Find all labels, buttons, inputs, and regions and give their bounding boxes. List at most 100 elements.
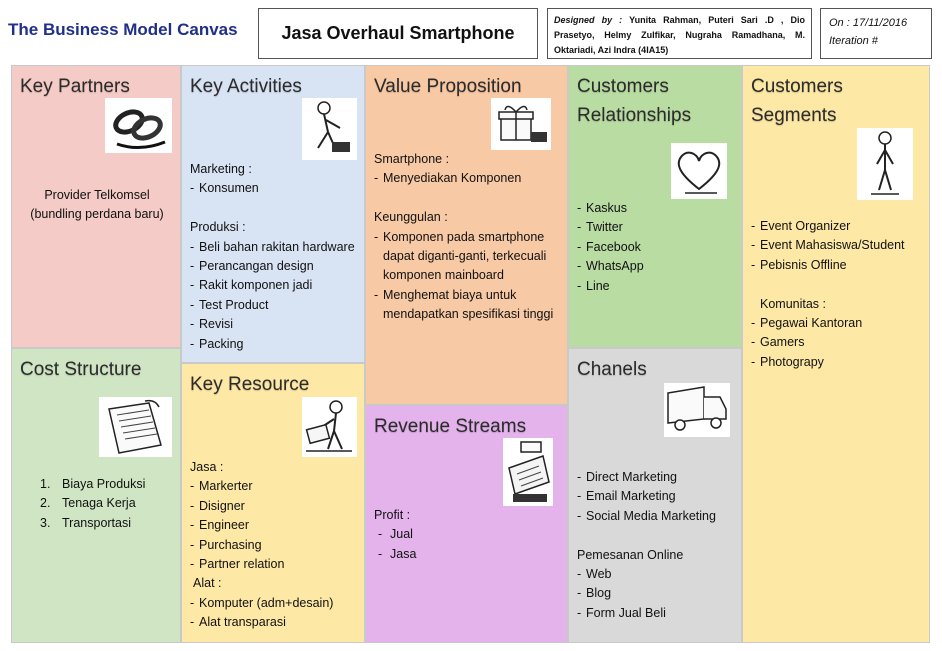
worker-icon	[302, 98, 357, 160]
list-item: -Jasa	[374, 545, 561, 564]
list-item: -Menghemat biaya untuk mendapatkan spesi…	[374, 286, 561, 325]
list-item: -Menyediakan Komponen	[374, 169, 561, 188]
list-item: -Web	[577, 565, 735, 584]
designers-names: Yunita Rahman, Puteri Sari .D , Dio Pras…	[554, 15, 805, 55]
list-item: -Kaskus	[577, 199, 735, 218]
key-activities-block: Key Activities Marketing : -Konsumen Pro…	[181, 65, 365, 363]
komunitas-label: Komunitas :	[760, 296, 827, 311]
list-number: 3.	[40, 515, 51, 530]
designers-box: Designed by : Yunita Rahman, Puteri Sari…	[547, 8, 812, 59]
jasa-label: Jasa :	[190, 460, 224, 474]
list-item: 3. Transportasi	[40, 514, 174, 533]
list-text: Engineer	[199, 518, 250, 533]
list-item: -Form Jual Beli	[577, 604, 735, 623]
list-text: Pegawai Kantoran	[760, 316, 863, 331]
list-item: -Gamers	[751, 333, 923, 352]
list-item: -Social Media Marketing	[577, 507, 735, 526]
value-proposition-content: Smartphone : -Menyediakan Komponen Keung…	[374, 150, 561, 325]
title-line: Segments	[751, 105, 837, 126]
customer-relationships-block: Customers Relationships -Kaskus -Twitter…	[568, 65, 742, 348]
produksi-label: Produksi :	[190, 220, 246, 235]
list-item: 2. Tenaga Kerja	[40, 494, 174, 513]
list-item: -Pegawai Kantoran	[751, 314, 923, 333]
list-text: Event Mahasiswa/Student	[760, 238, 905, 253]
smartphone-label: Smartphone :	[374, 152, 450, 166]
list-text: Perancangan design	[199, 259, 314, 274]
cash-register-icon	[503, 438, 553, 506]
list-text: Tenaga Kerja	[62, 496, 136, 511]
main-title: The Business Model Canvas	[8, 20, 238, 39]
list-item: -Pebisnis Offline	[751, 256, 923, 275]
heart-icon	[671, 143, 727, 199]
revenue-streams-content: Profit : -Jual -Jasa	[374, 506, 561, 564]
list-text: Email Marketing	[586, 489, 676, 504]
list-item: -Jual	[374, 525, 561, 544]
designed-by-label: Designed by :	[554, 15, 623, 25]
list-text: Packing	[199, 336, 244, 351]
list-item: -Engineer	[190, 516, 358, 535]
customer-segments-content: -Event Organizer -Event Mahasiswa/Studen…	[751, 217, 923, 372]
cost-structure-list: 1. Biaya Produksi 2. Tenaga Kerja 3. Tra…	[40, 475, 174, 533]
list-item: -Partner relation	[190, 555, 358, 574]
chain-links-icon	[105, 98, 172, 153]
key-partners-line: (bundling perdana baru)	[30, 207, 164, 222]
list-text: Komputer (adm+desain)	[199, 595, 334, 610]
list-text: Rakit komponen jadi	[199, 278, 313, 293]
key-activities-title: Key Activities	[190, 76, 302, 97]
list-item: -Komputer (adm+desain)	[190, 594, 358, 613]
list-text: Facebook	[586, 239, 641, 254]
list-text: Alat transparasi	[199, 615, 286, 630]
list-text: Jasa	[390, 546, 417, 561]
list-number: 2.	[40, 496, 51, 511]
standing-person-icon	[857, 128, 913, 200]
list-item: -Alat transparasi	[190, 613, 358, 632]
keunggulan-label: Keunggulan :	[374, 210, 448, 225]
person-lifting-box-icon	[302, 397, 357, 457]
key-partners-line: Provider Telkomsel	[44, 188, 150, 202]
list-item: -Rakit komponen jadi	[190, 276, 358, 295]
truck-icon	[664, 383, 730, 437]
list-text: Form Jual Beli	[586, 605, 666, 620]
list-item: -Markerter	[190, 477, 358, 496]
cost-structure-title: Cost Structure	[20, 359, 142, 380]
list-text: Web	[586, 567, 612, 582]
list-item: -Komponen pada smartphone dapat diganti-…	[374, 228, 561, 286]
title-line: Customers	[577, 76, 669, 97]
customer-segments-title: Customers Segments	[751, 72, 843, 130]
list-item: -Blog	[577, 584, 735, 603]
list-item: -Konsumen	[190, 179, 358, 198]
list-text: Partner relation	[199, 557, 285, 572]
list-item: -Direct Marketing	[577, 468, 735, 487]
list-item: -Packing	[190, 335, 358, 354]
list-text: Blog	[586, 586, 612, 601]
list-item: -Disigner	[190, 497, 358, 516]
list-text: Test Product	[199, 297, 269, 312]
gift-box-icon	[491, 98, 551, 150]
list-text: Purchasing	[199, 537, 262, 552]
title-line: Customers	[751, 76, 843, 97]
list-text: Event Organizer	[760, 219, 851, 233]
revenue-streams-title: Revenue Streams	[374, 416, 527, 437]
list-item: 1. Biaya Produksi	[40, 475, 174, 494]
list-item: -Purchasing	[190, 536, 358, 555]
list-text: Kaskus	[586, 201, 627, 215]
date-text: On : 17/11/2016	[829, 17, 908, 29]
list-number: 1.	[40, 477, 51, 491]
channels-content: -Direct Marketing -Email Marketing -Soci…	[577, 468, 735, 623]
list-text: Line	[586, 278, 610, 293]
list-text: Biaya Produksi	[62, 477, 146, 491]
list-text: Direct Marketing	[586, 470, 677, 484]
revenue-streams-block: Revenue Streams Profit : -Jual -Jasa	[365, 405, 568, 643]
channels-block: Chanels -Direct Marketing -Email Marketi…	[568, 348, 742, 643]
list-item: -Email Marketing	[577, 487, 735, 506]
key-resource-block: Key Resource Jasa : -Markerter -Disigner…	[181, 363, 365, 643]
list-text: Menghemat biaya untuk mendapatkan spesif…	[383, 287, 554, 322]
list-text: Gamers	[760, 335, 805, 350]
title-line: Relationships	[577, 105, 692, 126]
cost-structure-block: Cost Structure 1. Biaya Produksi 2. Tena…	[11, 348, 181, 643]
list-text: Twitter	[586, 220, 623, 235]
marketing-label: Marketing :	[190, 162, 252, 176]
list-item: -Test Product	[190, 296, 358, 315]
list-item: -Line	[577, 277, 735, 296]
list-item: -Twitter	[577, 218, 735, 237]
